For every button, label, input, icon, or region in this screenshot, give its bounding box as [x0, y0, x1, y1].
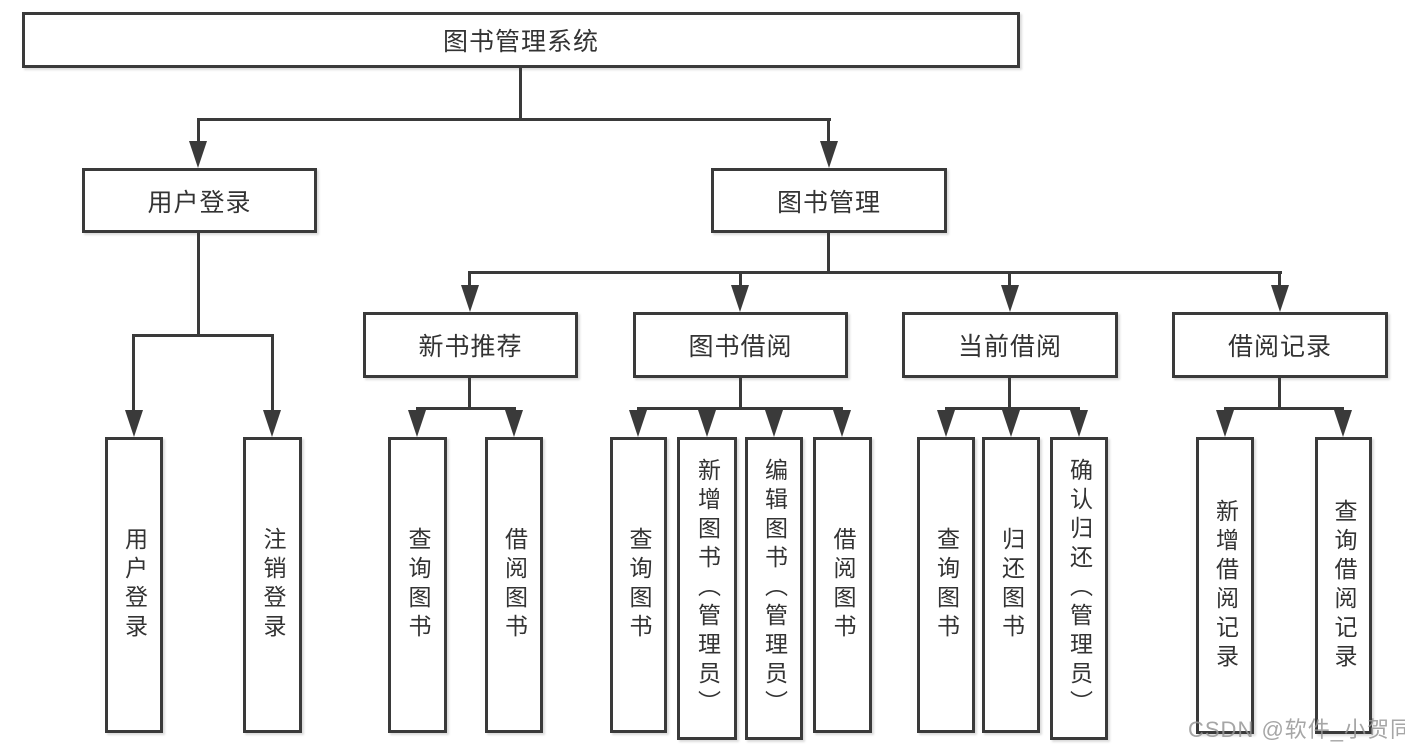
connector-stub-current-borrow — [1008, 271, 1011, 287]
leaf-borrow-books: 借阅图书 — [813, 437, 872, 733]
node-user-login-label: 用户登录 — [147, 188, 252, 217]
node-current-borrow: 当前借阅 — [902, 312, 1118, 378]
leaf-logout: 注销登录 — [243, 437, 302, 733]
arrowhead-new-book — [461, 285, 479, 312]
connector-g3-rail — [945, 407, 1080, 410]
leaf-confirm-return-admin: 确认归还（管理员） — [1050, 437, 1108, 740]
leaf-query-books-borrow-label: 查询图书 — [626, 527, 652, 643]
connector-stub-borrow-records — [1278, 271, 1281, 287]
node-root: 图书管理系统 — [22, 12, 1020, 68]
leaf-add-borrow-record: 新增借阅记录 — [1196, 437, 1254, 734]
arrowhead-leaf-logout — [263, 410, 281, 437]
arrowhead-g1-leaf1 — [408, 410, 426, 437]
leaf-edit-book-admin: 编辑图书（管理员） — [745, 437, 803, 740]
node-book-borrow: 图书借阅 — [633, 312, 848, 378]
connector-userlogin-rail — [132, 334, 274, 337]
connector-g3-down — [1008, 377, 1011, 408]
arrowhead-g2-leaf1 — [629, 410, 647, 437]
node-current-borrow-label: 当前借阅 — [957, 333, 1062, 361]
leaf-query-books-recommend: 查询图书 — [388, 437, 447, 733]
arrowhead-leaf-login — [125, 410, 143, 437]
leaf-query-borrow-record-label: 查询借阅记录 — [1331, 498, 1357, 673]
leaf-query-books-current-label: 查询图书 — [933, 527, 960, 643]
connector-g1-down — [468, 377, 471, 408]
connector-g2-rail — [637, 407, 843, 410]
arrowhead-g2-leaf3 — [765, 410, 783, 437]
watermark: CSDN @软件_小贺同学 — [1188, 717, 1405, 742]
connector-stub-leaf-logout — [271, 334, 274, 412]
leaf-return-book-label: 归还图书 — [998, 527, 1025, 643]
connector-root-down — [519, 67, 522, 120]
connector-stub-book-mgmt — [827, 118, 830, 146]
leaf-logout-label: 注销登录 — [260, 527, 286, 643]
arrowhead-book-mgmt — [820, 141, 838, 168]
leaf-user-login-label: 用户登录 — [121, 527, 148, 643]
leaf-confirm-return-admin-label: 确认归还（管理员） — [1066, 458, 1093, 719]
arrowhead-g4-leaf2 — [1334, 410, 1352, 437]
connector-userlogin-down — [197, 233, 200, 337]
connector-level3-rail — [468, 271, 1282, 274]
node-new-book-recommend-label: 新书推荐 — [418, 333, 523, 361]
connector-stub-user-login — [197, 118, 200, 146]
node-book-management-label: 图书管理 — [776, 188, 881, 217]
leaf-borrow-books-recommend-label: 借阅图书 — [501, 527, 528, 643]
node-new-book-recommend: 新书推荐 — [363, 312, 578, 378]
connector-stub-new-book — [468, 271, 471, 287]
arrowhead-g3-leaf1 — [937, 410, 955, 437]
leaf-add-book-admin: 新增图书（管理员） — [677, 437, 737, 740]
arrowhead-g4-leaf1 — [1216, 410, 1234, 437]
arrowhead-book-borrow — [731, 285, 749, 312]
leaf-query-books-current: 查询图书 — [917, 437, 975, 733]
leaf-add-book-admin-label: 新增图书（管理员） — [694, 458, 721, 719]
arrowhead-g2-leaf2 — [698, 410, 716, 437]
node-book-borrow-label: 图书借阅 — [688, 333, 793, 361]
leaf-query-books-borrow: 查询图书 — [610, 437, 667, 733]
connector-stub-leaf-login — [132, 334, 135, 412]
connector-stub-book-borrow — [739, 271, 742, 287]
leaf-return-book: 归还图书 — [982, 437, 1040, 733]
arrowhead-g1-leaf2 — [505, 410, 523, 437]
arrowhead-user-login — [189, 141, 207, 168]
leaf-borrow-books-label: 借阅图书 — [830, 527, 856, 643]
leaf-add-borrow-record-label: 新增借阅记录 — [1212, 498, 1239, 673]
arrowhead-g3-leaf3 — [1070, 410, 1088, 437]
leaf-user-login: 用户登录 — [105, 437, 163, 733]
arrowhead-borrow-records — [1271, 285, 1289, 312]
connector-g2-down — [739, 377, 742, 408]
leaf-borrow-books-recommend: 借阅图书 — [485, 437, 543, 733]
node-borrow-records: 借阅记录 — [1172, 312, 1388, 378]
connector-g4-rail — [1224, 407, 1344, 410]
arrowhead-current-borrow — [1001, 285, 1019, 312]
leaf-edit-book-admin-label: 编辑图书（管理员） — [761, 458, 788, 719]
connector-g1-rail — [416, 407, 516, 410]
connector-level2-rail — [197, 118, 831, 121]
node-borrow-records-label: 借阅记录 — [1227, 333, 1332, 361]
node-user-login: 用户登录 — [82, 168, 317, 233]
leaf-query-borrow-record: 查询借阅记录 — [1315, 437, 1372, 734]
node-book-management: 图书管理 — [711, 168, 947, 233]
connector-bookmgmt-down — [827, 233, 830, 274]
arrowhead-g2-leaf4 — [833, 410, 851, 437]
connector-g4-down — [1278, 377, 1281, 408]
node-root-label: 图书管理系统 — [442, 28, 599, 56]
leaf-query-books-recommend-label: 查询图书 — [405, 527, 431, 643]
arrowhead-g3-leaf2 — [1002, 410, 1020, 437]
